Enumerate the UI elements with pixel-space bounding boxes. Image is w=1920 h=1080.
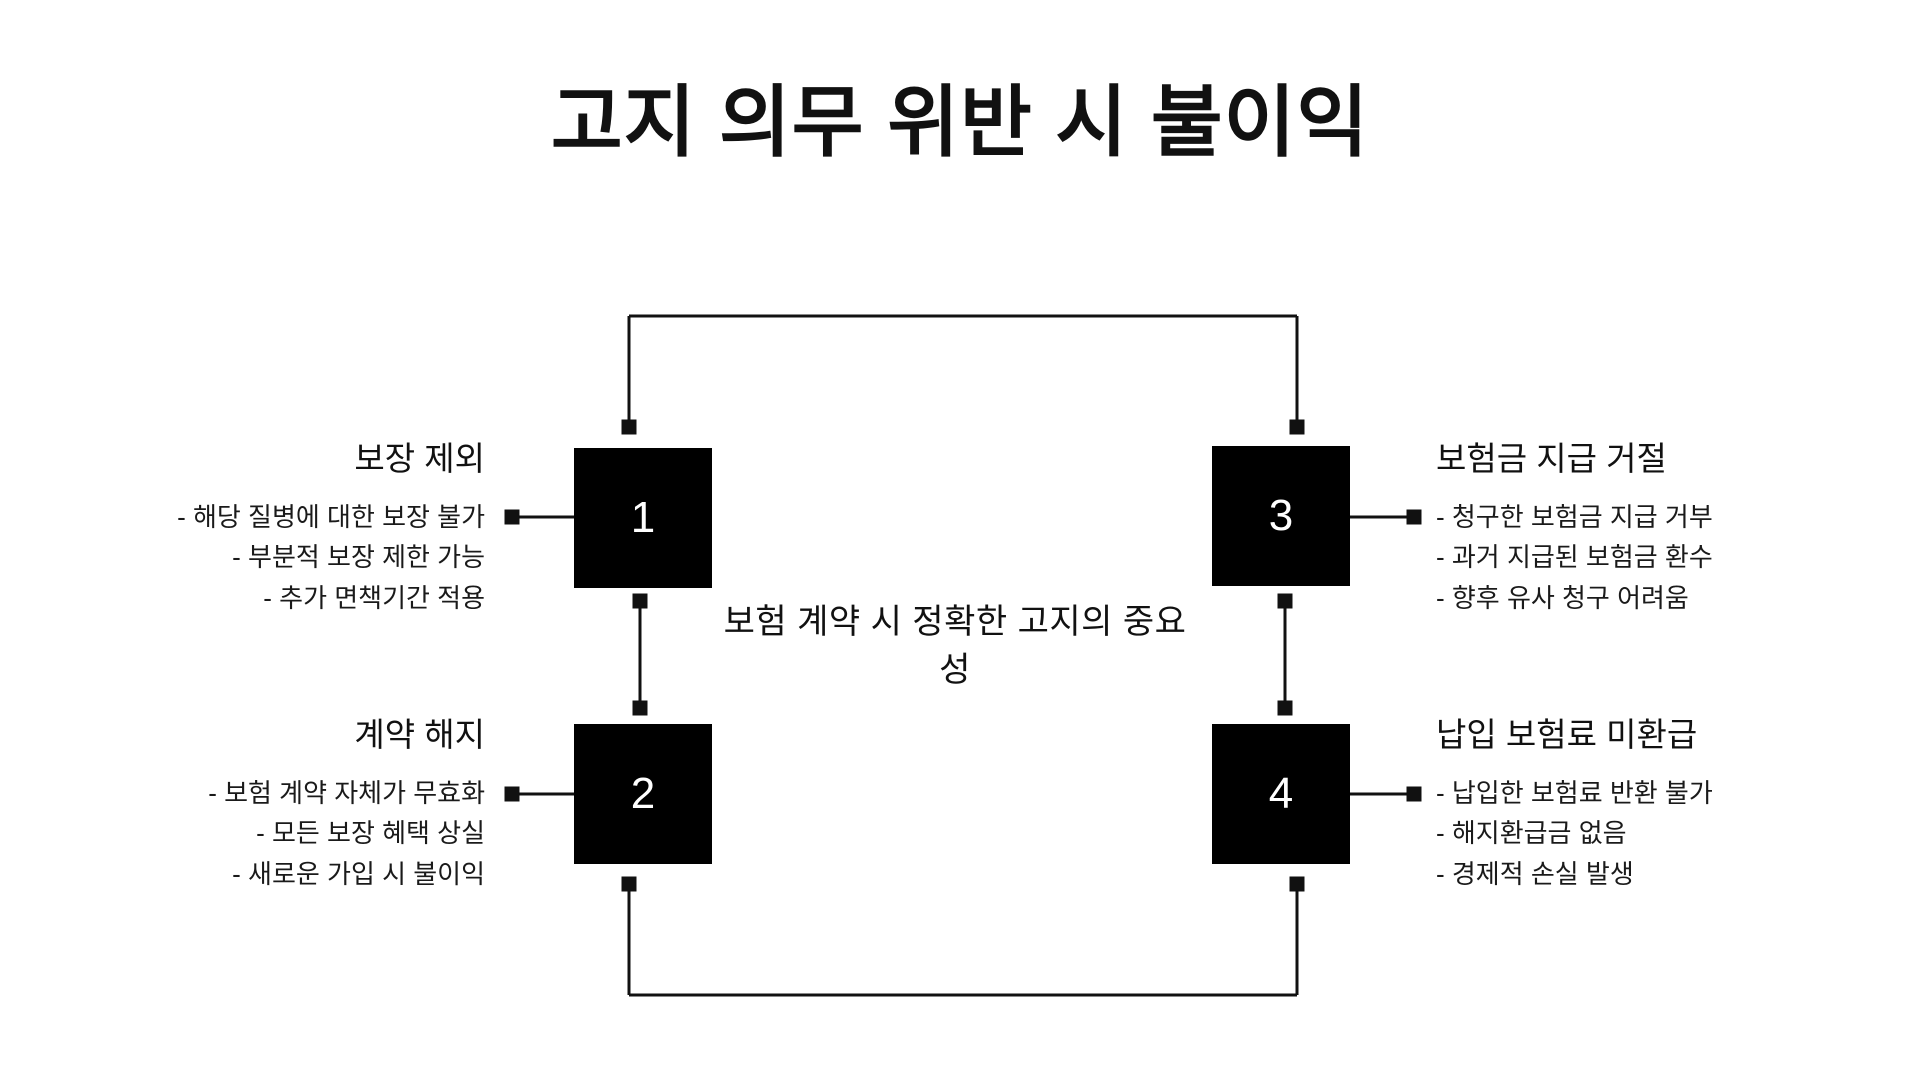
bullet-item: - 보험 계약 자체가 무효화 bbox=[208, 777, 485, 808]
block-heading-top-left: 보장 제외 bbox=[354, 440, 485, 477]
bullet-item: - 추가 면책기간 적용 bbox=[263, 582, 485, 613]
node-box-3[interactable]: 3 bbox=[1212, 446, 1350, 586]
node-box-1[interactable]: 1 bbox=[574, 448, 712, 588]
text-block-top-right: 보험금 지급 거절 - 청구한 보험금 지급 거부 - 과거 지급된 보험금 환… bbox=[1436, 440, 1836, 618]
node-box-2[interactable]: 2 bbox=[574, 724, 712, 864]
bullet-item: - 납입한 보험료 반환 불가 bbox=[1436, 777, 1713, 808]
bullet-item: - 부분적 보장 제한 가능 bbox=[232, 542, 485, 573]
block-heading-bottom-right: 납입 보험료 미환급 bbox=[1436, 716, 1698, 753]
block-bullets-top-right: - 청구한 보험금 지급 거부 - 과거 지급된 보험금 환수 - 향후 유사 … bbox=[1436, 497, 1836, 618]
text-block-bottom-left: 계약 해지 - 보험 계약 자체가 무효화 - 모든 보장 혜택 상실 - 새로… bbox=[85, 716, 485, 894]
page-title: 고지 의무 위반 시 불이익 bbox=[550, 78, 1370, 166]
block-heading-bottom-left: 계약 해지 bbox=[354, 716, 485, 753]
node-box-4[interactable]: 4 bbox=[1212, 724, 1350, 864]
block-bullets-bottom-right: - 납입한 보험료 반환 불가 - 해지환급금 없음 - 경제적 손실 발생 bbox=[1436, 773, 1836, 894]
bullet-item: - 향후 유사 청구 어려움 bbox=[1436, 582, 1689, 613]
text-block-bottom-right: 납입 보험료 미환급 - 납입한 보험료 반환 불가 - 해지환급금 없음 - … bbox=[1436, 716, 1836, 894]
bullet-item: - 새로운 가입 시 불이익 bbox=[232, 858, 485, 889]
text-block-top-left: 보장 제외 - 해당 질병에 대한 보장 불가 - 부분적 보장 제한 가능 -… bbox=[85, 440, 485, 618]
bullet-item: - 청구한 보험금 지급 거부 bbox=[1436, 501, 1713, 532]
block-heading-top-right: 보험금 지급 거절 bbox=[1436, 440, 1667, 477]
center-label: 보험 계약 시 정확한 고지의 중요성 bbox=[723, 603, 1187, 690]
node-number-3: 3 bbox=[1268, 491, 1294, 540]
bullet-item: - 모든 보장 혜택 상실 bbox=[256, 818, 485, 849]
node-number-2: 2 bbox=[630, 769, 656, 818]
block-bullets-bottom-left: - 보험 계약 자체가 무효화 - 모든 보장 혜택 상실 - 새로운 가입 시… bbox=[85, 773, 485, 894]
bullet-item: - 해당 질병에 대한 보장 불가 bbox=[177, 501, 485, 532]
node-number-4: 4 bbox=[1268, 769, 1294, 818]
block-bullets-top-left: - 해당 질병에 대한 보장 불가 - 부분적 보장 제한 가능 - 추가 면책… bbox=[85, 497, 485, 618]
bullet-item: - 해지환급금 없음 bbox=[1436, 818, 1627, 849]
bullet-item: - 경제적 손실 발생 bbox=[1436, 858, 1634, 889]
node-number-1: 1 bbox=[630, 493, 656, 542]
bullet-item: - 과거 지급된 보험금 환수 bbox=[1436, 542, 1713, 573]
